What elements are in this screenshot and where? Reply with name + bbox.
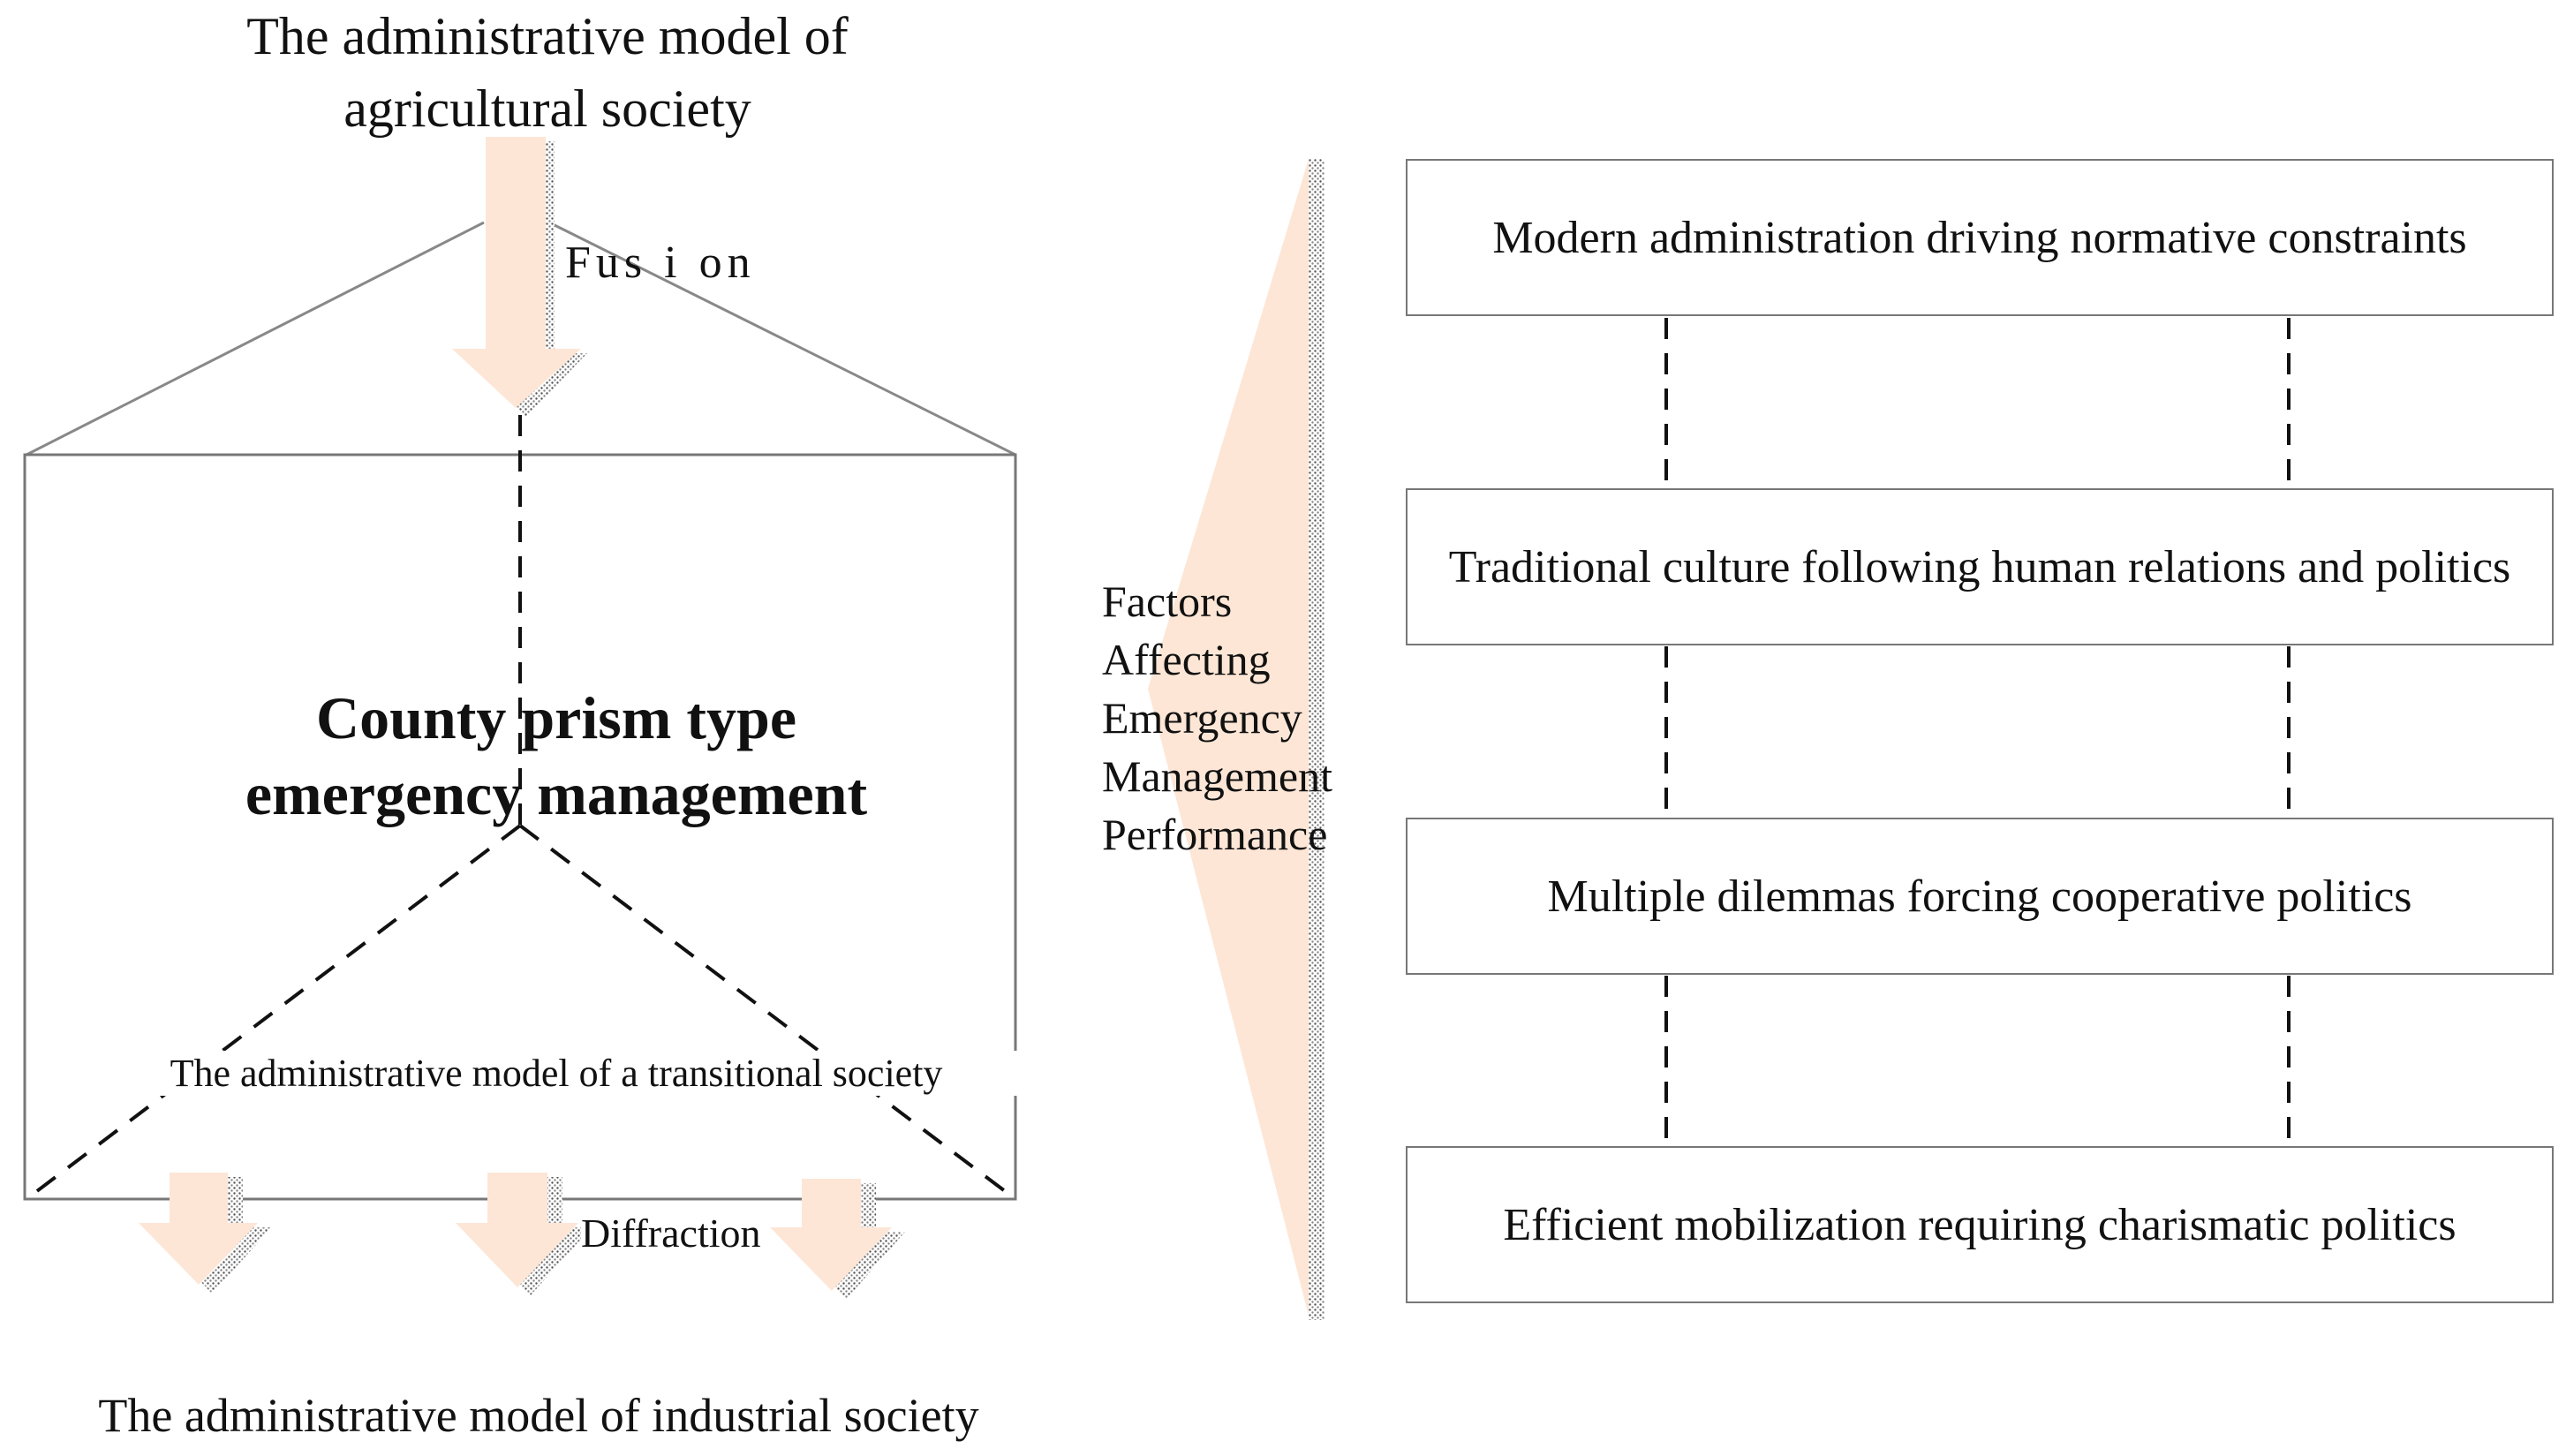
factors-wedge bbox=[1148, 159, 1325, 1320]
agricultural-model-title: The administrative model of agricultural… bbox=[246, 7, 849, 138]
county-prism-title: County prism type emergency management bbox=[245, 684, 868, 827]
prism-roof-right bbox=[548, 221, 1016, 456]
fusion-label: Fus i on bbox=[565, 238, 756, 288]
factor-box-label: Traditional culture following human rela… bbox=[1448, 541, 2511, 592]
factor-connectors bbox=[1664, 318, 2291, 1146]
industrial-model-title: The administrative model of industrial s… bbox=[98, 1389, 979, 1442]
prism-roof-left bbox=[26, 221, 485, 456]
factor-box-label: Multiple dilemmas forcing cooperative po… bbox=[1547, 871, 2412, 922]
fusion-arrow bbox=[452, 137, 587, 417]
factors-label: Factors Affecting Emergency Management P… bbox=[1102, 577, 1333, 859]
factor-box-human-relations: Traditional culture following human rela… bbox=[1406, 488, 2554, 645]
factor-box-label: Modern administration driving normative … bbox=[1492, 212, 2467, 263]
factor-box-label: Efficient mobilization requiring charism… bbox=[1503, 1199, 2457, 1250]
diffraction-label: Diffraction bbox=[581, 1210, 761, 1256]
diffraction-arrow-left bbox=[139, 1173, 272, 1294]
factor-box-charismatic: Efficient mobilization requiring charism… bbox=[1406, 1146, 2554, 1303]
factor-box-cooperative: Multiple dilemmas forcing cooperative po… bbox=[1406, 818, 2554, 975]
dashed-right-branch bbox=[518, 824, 1017, 1201]
diffraction-arrow-middle bbox=[456, 1173, 592, 1296]
factor-box-normative: Modern administration driving normative … bbox=[1406, 159, 2554, 316]
dashed-left-branch bbox=[25, 824, 522, 1201]
diffraction-arrow-right bbox=[770, 1179, 905, 1300]
transitional-model-label: The administrative model of a transition… bbox=[53, 1051, 1060, 1096]
